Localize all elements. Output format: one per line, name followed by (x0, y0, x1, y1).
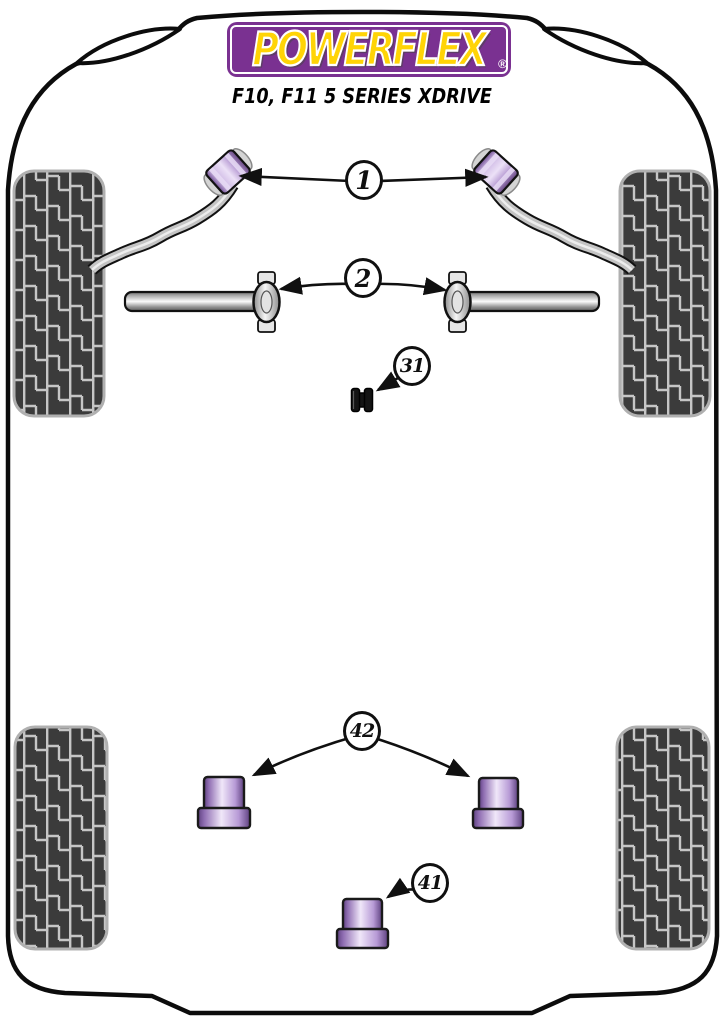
arrow-2-left (278, 276, 353, 295)
subframe-insert-rear-right-icon (471, 776, 525, 830)
headlight-left-icon (75, 26, 182, 66)
black-bush-icon (350, 387, 374, 413)
registered-trademark-icon: ® (498, 57, 507, 71)
anti-roll-bar-bush-left-icon (203, 148, 253, 196)
powerflex-logo-text: POWERFLEX (252, 21, 489, 77)
tyre-rear-right (615, 725, 711, 951)
callout-bubble-42: 42 (343, 711, 381, 751)
control-arm-left (123, 271, 281, 333)
subframe-insert-rear-left-icon (196, 775, 252, 830)
arrow-1-right (377, 168, 489, 187)
vehicle-model-title: F10, F11 5 SERIES XDRIVE (232, 84, 492, 108)
arrow-1-left (238, 167, 351, 187)
control-arm-right (443, 271, 601, 333)
callout-bubble-1: 1 (345, 160, 383, 200)
arrow-42-left (251, 734, 357, 777)
arrow-2-right (373, 277, 448, 296)
subframe-insert-front-icon (335, 897, 390, 950)
tyre-rear-left (13, 725, 109, 951)
tyre-front-right (618, 169, 712, 418)
arrow-42-right (367, 734, 471, 778)
callout-bubble-41: 41 (411, 863, 449, 903)
callout-bubble-2: 2 (344, 258, 382, 298)
anti-roll-bar-bush-right-icon (471, 148, 521, 196)
anti-roll-bar-right (485, 181, 637, 275)
powerflex-logo: POWERFLEX ® (227, 21, 511, 78)
tyres (12, 169, 712, 951)
headlight-right-icon (542, 26, 649, 66)
anti-roll-bar-left (87, 181, 239, 275)
callout-bubble-31: 31 (393, 346, 431, 386)
tyre-front-left (12, 169, 106, 418)
